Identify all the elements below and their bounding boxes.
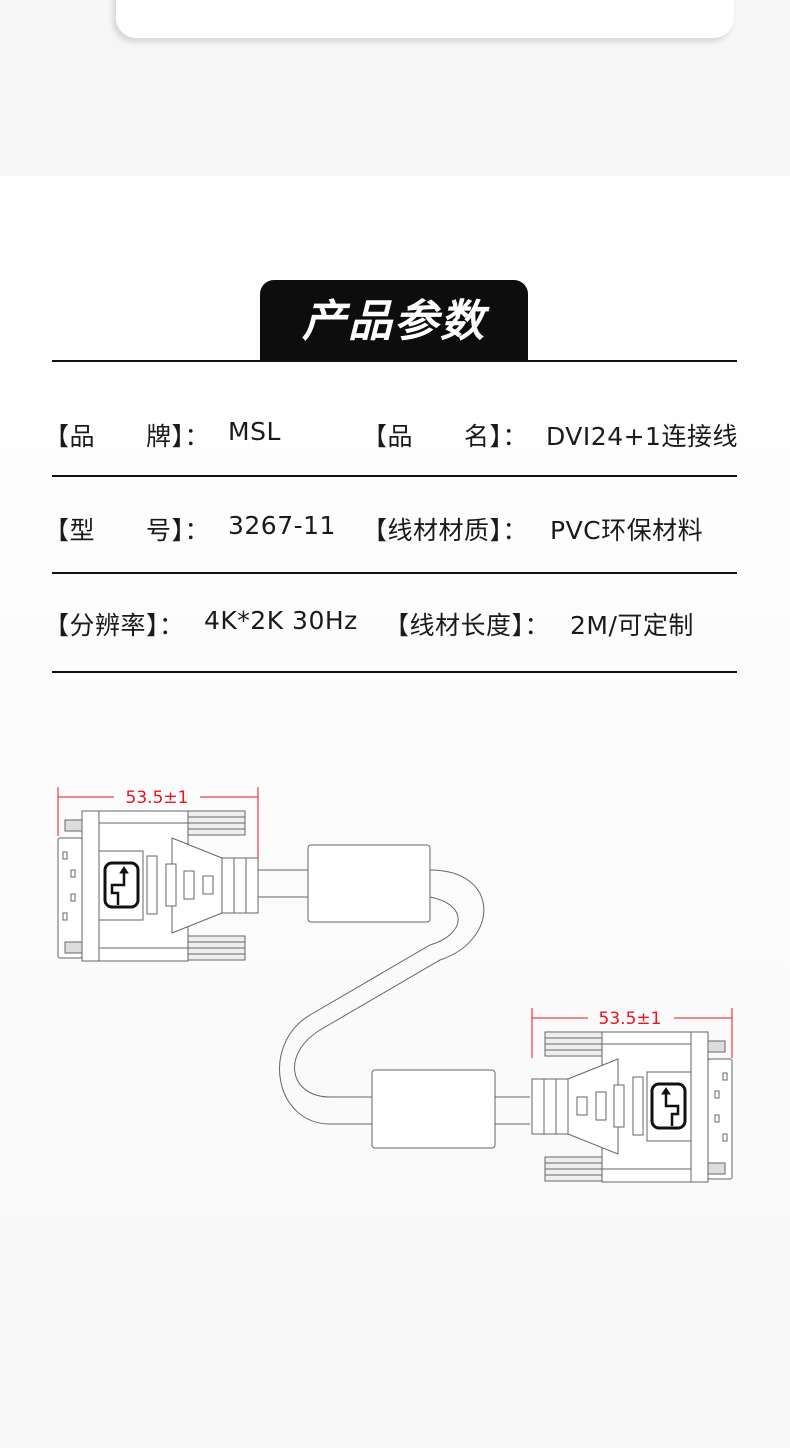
spec-label: 【品 名】： [362, 422, 529, 451]
divider [52, 360, 737, 362]
left-dvi-connector [56, 809, 260, 963]
spec-value: 3267-11 [228, 511, 336, 540]
dimension-label-left: 53.5±1 [126, 788, 189, 808]
divider [52, 572, 737, 574]
spec-value: PVC环保材料 [550, 516, 704, 545]
spec-label: 【线材长度】： [384, 611, 551, 640]
spec-value: 2M/可定制 [570, 611, 694, 640]
divider [52, 671, 737, 673]
divider [52, 475, 737, 477]
previous-card [116, 0, 734, 38]
spec-row: 【分辨率】： 4K*2K 30Hz 【线材长度】： 2M/可定制 [44, 606, 752, 751]
dimension-lines [57, 787, 733, 1058]
spec-label: 【分辨率】： [44, 611, 185, 640]
spec-value: DVI24+1连接线 [546, 422, 738, 451]
spec-row: 【品 牌】： MSL 【品 名】： DVI24+1连接线 [44, 417, 752, 562]
right-dvi-connector [530, 1030, 734, 1184]
dimension-label-right: 53.5±1 [599, 1009, 662, 1029]
spec-value: 4K*2K 30Hz [204, 606, 358, 635]
spec-label: 【型 号】： [44, 516, 211, 545]
cable [258, 844, 530, 1149]
spec-row: 【型 号】： 3267-11 【线材材质】： PVC环保材料 [44, 511, 752, 656]
spec-value: MSL [228, 417, 281, 446]
spec-label: 【线材材质】： [362, 516, 529, 545]
spec-label: 【品 牌】： [44, 422, 211, 451]
ferrite-core [307, 844, 431, 923]
section-title: 产品参数 [260, 280, 528, 362]
ferrite-core [371, 1069, 496, 1149]
